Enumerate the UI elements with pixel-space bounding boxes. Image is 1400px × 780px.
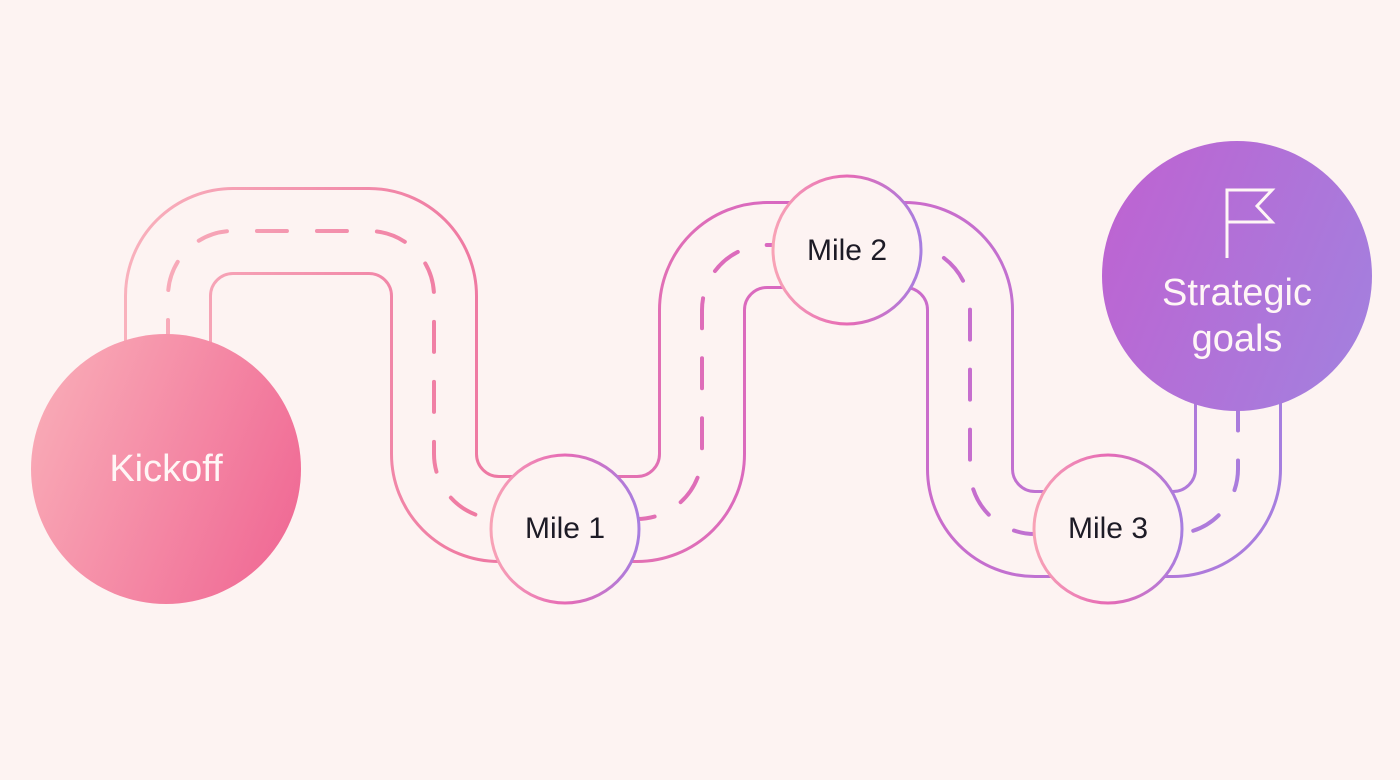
- mile-1-label: Mile 1: [524, 512, 606, 545]
- goal-node: [1102, 141, 1372, 411]
- mile-2-label: Mile 2: [806, 234, 888, 267]
- road-centerline: [166, 229, 1240, 536]
- flag-icon: [1225, 188, 1276, 258]
- goal-label-line1: Strategic: [1162, 272, 1312, 314]
- mile-2-node: [771, 174, 923, 326]
- kickoff-node: [31, 334, 301, 604]
- mile-3-label: Mile 3: [1067, 512, 1149, 545]
- mile-3-node: [1032, 453, 1184, 605]
- goal-label-line2: goals: [1191, 318, 1283, 360]
- mile-1-node: [489, 453, 641, 605]
- kickoff-label: Kickoff: [109, 448, 223, 490]
- goal-label: Strategic goals: [1162, 270, 1312, 362]
- road: [124, 187, 1282, 578]
